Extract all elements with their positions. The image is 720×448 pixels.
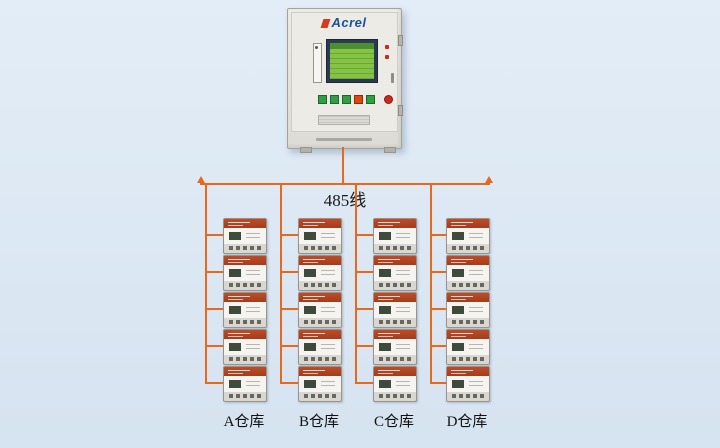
din-rail-meter: [223, 218, 267, 254]
display-frame: [326, 39, 378, 83]
device-stub-line: [207, 382, 223, 384]
device-stub-line: [282, 234, 298, 236]
device-stub-line: [357, 234, 373, 236]
din-rail-meter: [446, 329, 490, 365]
din-rail-meter: [446, 255, 490, 291]
button-row: [318, 95, 375, 104]
panel-button: [318, 95, 327, 104]
door-handle: [391, 73, 394, 83]
cabinet-foot: [384, 147, 396, 153]
hinge: [398, 35, 403, 46]
device-stub-line: [207, 345, 223, 347]
acrel-logo-mark: [321, 19, 331, 28]
device-stub-line: [282, 382, 298, 384]
acrel-logo-text: Acrel: [331, 15, 367, 30]
din-rail-meter: [373, 255, 417, 291]
acrel-logo: Acrel: [288, 15, 401, 30]
panel-button-red: [384, 95, 393, 104]
panel-button: [342, 95, 351, 104]
panel-button: [354, 95, 363, 104]
din-rail-meter: [373, 218, 417, 254]
hinge: [398, 105, 403, 116]
din-rail-meter: [298, 292, 342, 328]
device-stub-line: [432, 271, 446, 273]
device-stub-line: [357, 308, 373, 310]
device-stub-line: [207, 271, 223, 273]
bus-arrow-right: [485, 176, 493, 183]
indicator-led: [385, 45, 389, 49]
din-rail-meter: [446, 366, 490, 402]
panel-button: [330, 95, 339, 104]
rs485-bus-line: [200, 183, 490, 185]
device-stub-line: [432, 308, 446, 310]
din-rail-meter: [298, 255, 342, 291]
nameplate-text: [316, 138, 372, 141]
cabinet-feed-line: [342, 147, 344, 183]
acrel-control-cabinet: Acrel: [287, 8, 403, 149]
device-stub-line: [432, 345, 446, 347]
cabinet-foot: [300, 147, 312, 153]
din-rail-meter: [373, 329, 417, 365]
device-stub-line: [282, 345, 298, 347]
din-rail-meter: [223, 292, 267, 328]
din-rail-meter: [298, 366, 342, 402]
panel-button: [366, 95, 375, 104]
warehouse-label-a: A仓库: [223, 414, 265, 430]
din-rail-meter: [298, 329, 342, 365]
device-stub-line: [357, 345, 373, 347]
device-stub-line: [207, 234, 223, 236]
device-stub-line: [357, 271, 373, 273]
din-rail-meter: [223, 255, 267, 291]
din-rail-meter: [446, 292, 490, 328]
warehouse-label-d: D仓库: [446, 414, 488, 430]
bus-drop-line-a: [205, 183, 207, 384]
din-rail-meter: [298, 218, 342, 254]
bus-arrow-left: [197, 176, 205, 183]
device-stub-line: [282, 271, 298, 273]
din-rail-meter: [373, 292, 417, 328]
lcd-screen: [330, 43, 374, 79]
level-indicator: [313, 43, 322, 83]
din-rail-meter: [373, 366, 417, 402]
warehouse-label-b: B仓库: [298, 414, 339, 430]
bus-drop-line-b: [280, 183, 282, 384]
warehouse-label-c: C仓库: [373, 414, 414, 430]
vent-slot: [318, 115, 370, 125]
device-stub-line: [282, 308, 298, 310]
indicator-led: [385, 55, 389, 59]
din-rail-meter: [223, 329, 267, 365]
bus-label: 485线: [323, 191, 367, 210]
device-stub-line: [357, 382, 373, 384]
device-stub-line: [207, 308, 223, 310]
device-stub-line: [432, 382, 446, 384]
din-rail-meter: [446, 218, 490, 254]
device-stub-line: [432, 234, 446, 236]
bus-drop-line-c: [355, 183, 357, 384]
din-rail-meter: [223, 366, 267, 402]
bus-drop-line-d: [430, 183, 432, 384]
